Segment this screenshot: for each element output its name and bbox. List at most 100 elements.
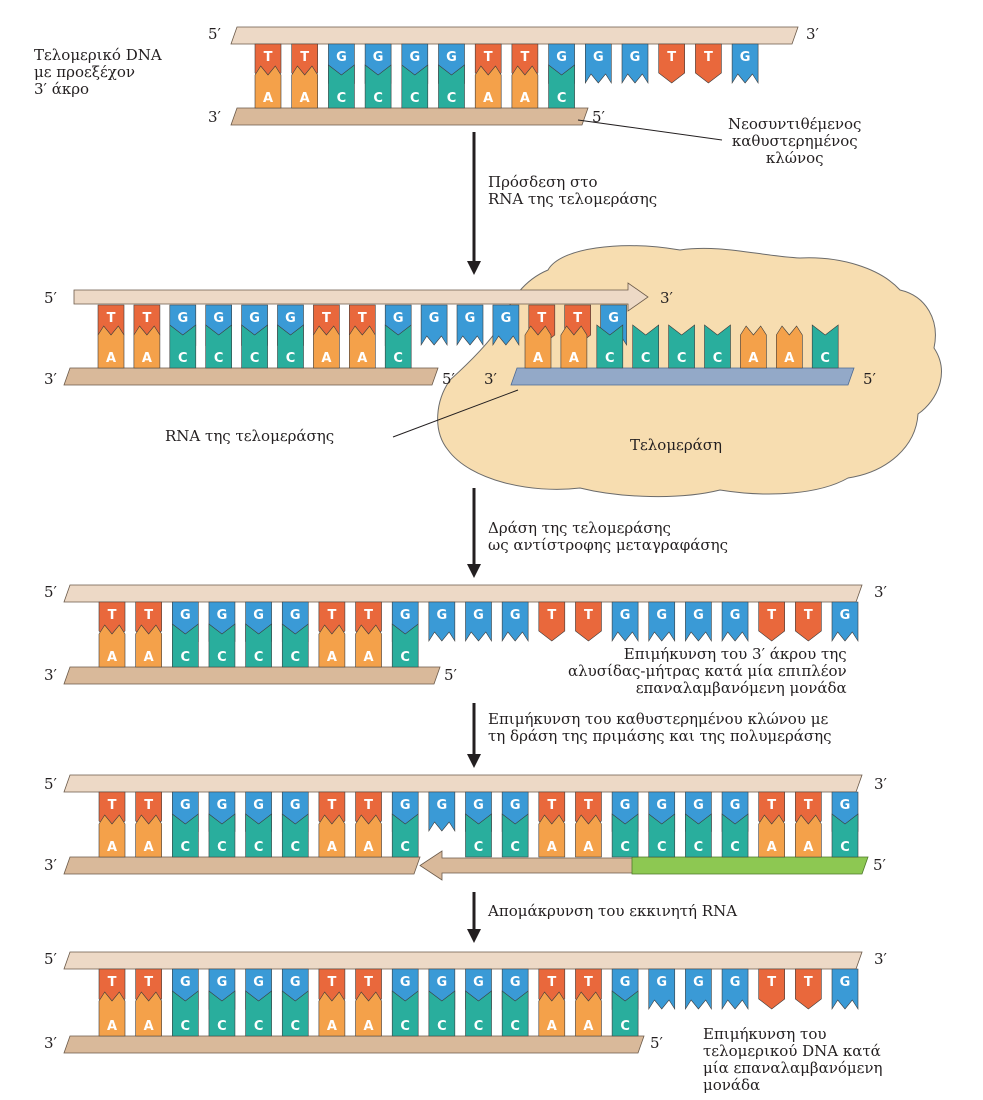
- panel5-top-nt: G: [721, 968, 749, 1011]
- panel2-top-nt: G: [492, 304, 520, 347]
- panel4-bottom-nt: C: [611, 813, 639, 858]
- rna-label: RNA της τελομεράσης: [165, 427, 335, 445]
- panel3-top-5prime: 5′: [44, 583, 57, 601]
- panel4-bottom-3prime: 3′: [44, 856, 57, 874]
- panel1-bottom-nt: C: [438, 64, 465, 109]
- svg-text:T: T: [108, 798, 117, 813]
- panel4-bottom-nt: C: [245, 813, 272, 858]
- svg-text:C: C: [217, 840, 227, 855]
- svg-text:T: T: [108, 975, 117, 990]
- panel3-bottom-nt: C: [391, 623, 419, 668]
- svg-text:A: A: [583, 840, 593, 855]
- svg-text:G: G: [217, 798, 228, 813]
- svg-text:T: T: [767, 608, 776, 623]
- lagging-strand-label: Νεοσυντιθέμενος καθυστερημένος κλώνος: [728, 115, 862, 167]
- panel4-top-5prime: 5′: [44, 775, 57, 793]
- svg-text:C: C: [290, 1019, 300, 1034]
- panel5-top-backbone: [63, 951, 863, 970]
- panel4-bottom-nt: C: [648, 813, 676, 858]
- panel5-bottom-5prime: 5′: [650, 1034, 663, 1052]
- panel4-bottom-backbone: [63, 856, 421, 875]
- lagging-leader-line: [577, 119, 723, 141]
- svg-text:A: A: [547, 840, 557, 855]
- panel3-bottom-nt: C: [208, 623, 236, 668]
- panel2-bottom-nt: C: [169, 324, 197, 369]
- panel2-bottom-backbone: [63, 367, 439, 386]
- panel4-bottom-5prime: 5′: [873, 856, 886, 874]
- svg-text:T: T: [364, 798, 373, 813]
- svg-text:G: G: [630, 50, 641, 65]
- panel2-top-backbone-arrow: [73, 282, 649, 312]
- panel1-bottom-nt: C: [328, 64, 355, 109]
- panel5-bottom-3prime: 3′: [44, 1034, 57, 1052]
- svg-text:T: T: [484, 50, 493, 65]
- panel4-bottom-nt: C: [831, 813, 859, 858]
- panel5-bottom-nt: C: [465, 990, 492, 1037]
- panel3-bottom-3prime: 3′: [44, 666, 57, 684]
- panel5-top-5prime: 5′: [44, 950, 57, 968]
- svg-text:A: A: [784, 351, 794, 366]
- svg-text:T: T: [667, 50, 676, 65]
- panel2-rna-nt: A: [776, 325, 803, 369]
- svg-text:C: C: [254, 1019, 264, 1034]
- panel4-bottom-nt: C: [465, 813, 492, 858]
- svg-text:T: T: [142, 311, 151, 326]
- svg-text:C: C: [290, 840, 300, 855]
- step4-arrow: [467, 892, 481, 943]
- panel5-bottom-nt: C: [245, 990, 272, 1037]
- svg-text:C: C: [677, 351, 687, 366]
- svg-text:T: T: [584, 975, 593, 990]
- panel2-rna-nt: A: [524, 325, 552, 369]
- svg-text:C: C: [641, 351, 651, 366]
- svg-text:A: A: [107, 1019, 117, 1034]
- svg-text:C: C: [437, 1019, 447, 1034]
- panel2-bottom-nt: A: [133, 325, 161, 369]
- svg-text:T: T: [144, 975, 153, 990]
- svg-text:A: A: [748, 351, 758, 366]
- svg-text:C: C: [820, 351, 830, 366]
- svg-text:G: G: [465, 311, 476, 326]
- svg-text:G: G: [473, 608, 484, 623]
- panel3-top-nt: T: [575, 601, 602, 642]
- svg-text:A: A: [357, 351, 367, 366]
- svg-text:G: G: [290, 608, 301, 623]
- panel2-rna-nt: A: [560, 325, 588, 369]
- svg-text:C: C: [181, 1019, 191, 1034]
- panel2-top-3prime: 3′: [660, 289, 673, 307]
- svg-text:C: C: [337, 91, 347, 106]
- svg-text:G: G: [556, 50, 567, 65]
- panel4-bottom-nt: A: [758, 814, 785, 858]
- svg-text:T: T: [584, 608, 593, 623]
- panel5-bottom-nt: C: [611, 990, 639, 1037]
- rna-template-bar: [510, 367, 855, 386]
- svg-text:G: G: [180, 975, 191, 990]
- svg-text:G: G: [656, 608, 667, 623]
- step1-arrow: [467, 132, 481, 275]
- svg-text:C: C: [447, 91, 457, 106]
- svg-text:C: C: [178, 351, 188, 366]
- svg-text:G: G: [373, 50, 384, 65]
- svg-text:G: G: [217, 975, 228, 990]
- svg-text:G: G: [437, 608, 448, 623]
- svg-text:G: G: [253, 798, 264, 813]
- panel1-bottom-nt: A: [291, 65, 318, 109]
- svg-text:T: T: [300, 50, 309, 65]
- svg-text:G: G: [608, 311, 619, 326]
- panel3-bottom-nt: C: [281, 623, 309, 668]
- panel4-bottom-nt: A: [355, 814, 382, 858]
- svg-text:C: C: [393, 351, 403, 366]
- panel5-top-3prime: 3′: [874, 950, 887, 968]
- svg-text:T: T: [767, 798, 776, 813]
- panel2-bottom-nt: C: [277, 324, 304, 369]
- panel5-bottom-backbone: [63, 1035, 645, 1054]
- panel3-top-nt: G: [611, 601, 639, 643]
- svg-text:T: T: [547, 975, 556, 990]
- svg-text:C: C: [620, 840, 630, 855]
- panel4-new-dna-arrow: [419, 850, 641, 881]
- panel5-bottom-nt: C: [428, 990, 456, 1037]
- svg-text:T: T: [537, 311, 546, 326]
- svg-text:T: T: [364, 608, 373, 623]
- final-note-label: Επιμήκυνση του τελομερικού DNA κατά μία …: [703, 1025, 883, 1094]
- svg-text:C: C: [410, 91, 420, 106]
- svg-text:G: G: [285, 311, 296, 326]
